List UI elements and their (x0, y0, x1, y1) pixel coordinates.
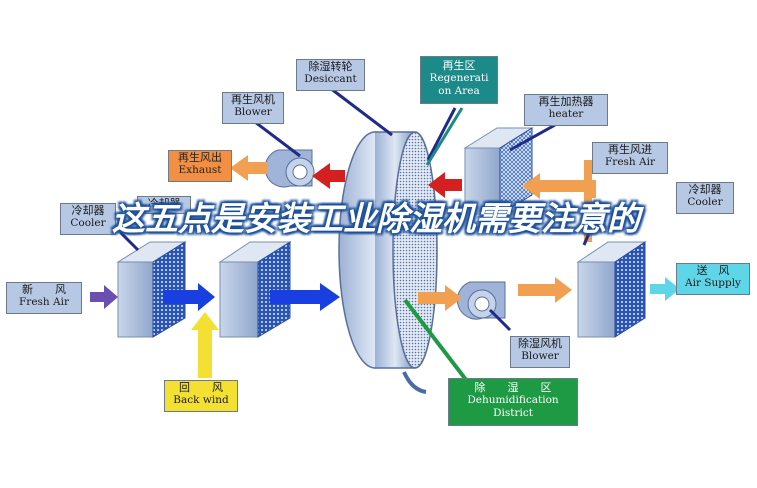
flow-arrows (90, 155, 680, 378)
desiccant-wheel (338, 131, 438, 394)
regen-blower-label: 再生风机 Blower (222, 92, 284, 124)
cooler-right-label: 冷却器 Cooler (676, 182, 734, 214)
article-title-overlay: 这五点是安装工业除湿机需要注意的 (112, 199, 640, 238)
air-supply-label: 送 风 Air Supply (676, 263, 750, 295)
regen-fresh-air-label-en: Fresh Air (605, 156, 655, 168)
regen-area-label-en2: on Area (438, 85, 480, 97)
cooler-right-label-en: Cooler (687, 196, 723, 208)
regen-exhaust-label-en: Exhaust (178, 164, 222, 176)
regen-exhaust-label-zh: 再生风出 (178, 151, 222, 164)
regen-heater-label-en: heater (548, 108, 584, 120)
dehum-district-label-en2: District (493, 407, 533, 419)
heater-unit (463, 127, 534, 215)
cooler-mid-label-zh: 冷却器 (147, 197, 181, 210)
cooler-left-label-en: Cooler (70, 217, 106, 229)
desiccant-label-zh: 除湿转轮 (308, 60, 353, 73)
dehum-blower-label: 除湿风机 Blower (510, 336, 570, 368)
regen-blower-label-en: Blower (234, 106, 272, 118)
regen-exhaust-label: 再生风出 Exhaust (168, 150, 232, 182)
regen-heater-label: 再生加热器 heater (524, 94, 608, 126)
regen-heater-label-zh: 再生加热器 (538, 95, 594, 108)
dehum-district-connector (403, 298, 472, 387)
regen-blower-unit (264, 149, 315, 188)
back-wind-label: 回 风 Back wind (164, 380, 238, 412)
cooler-mid-unit (218, 241, 292, 338)
dehum-blower-unit (456, 281, 506, 320)
fresh-air-label: 新 风 Fresh Air (6, 282, 82, 314)
desiccant-label: 除湿转轮 Desiccant (296, 59, 365, 91)
fresh-air-label-en: Fresh Air (19, 296, 69, 308)
dehum-blower-label-en: Blower (521, 350, 559, 362)
cooler-left-label-zh: 冷却器 (71, 204, 105, 217)
back-wind-label-zh: 回 风 (179, 381, 223, 394)
air-supply-label-zh: 送 风 (696, 264, 730, 277)
regen-area-label-en1: Regenerati (429, 72, 489, 84)
dehum-district-label-en1: Dehumidification (467, 394, 559, 406)
regen-fresh-air-label: 再生风进 Fresh Air (592, 142, 668, 174)
cooler-right-label-zh: 冷却器 (688, 183, 722, 196)
cooler-right-unit (576, 241, 647, 338)
cooler-left-unit (116, 241, 187, 338)
fresh-air-label-zh: 新 风 (22, 283, 66, 296)
regen-area-label-zh: 再生区 (442, 59, 476, 72)
cooler-left-label: 冷却器 Cooler (60, 203, 116, 235)
dehum-district-label: 除 湿 区 Dehumidification District (448, 378, 578, 426)
back-wind-label-en: Back wind (173, 394, 229, 406)
air-supply-label-en: Air Supply (685, 277, 741, 289)
regen-blower-label-zh: 再生风机 (231, 93, 275, 106)
dehum-district-label-zh: 除 湿 区 (474, 381, 552, 394)
regen-area-label: 再生区 Regenerati on Area (420, 56, 498, 104)
regen-fresh-air-label-zh: 再生风进 (608, 143, 652, 156)
cooler-mid-label: 冷却器 (137, 196, 191, 214)
dehum-blower-label-zh: 除湿风机 (518, 337, 562, 350)
regen-area-connector (425, 107, 464, 166)
label-connectors (118, 86, 602, 332)
desiccant-label-en: Desiccant (304, 73, 357, 85)
